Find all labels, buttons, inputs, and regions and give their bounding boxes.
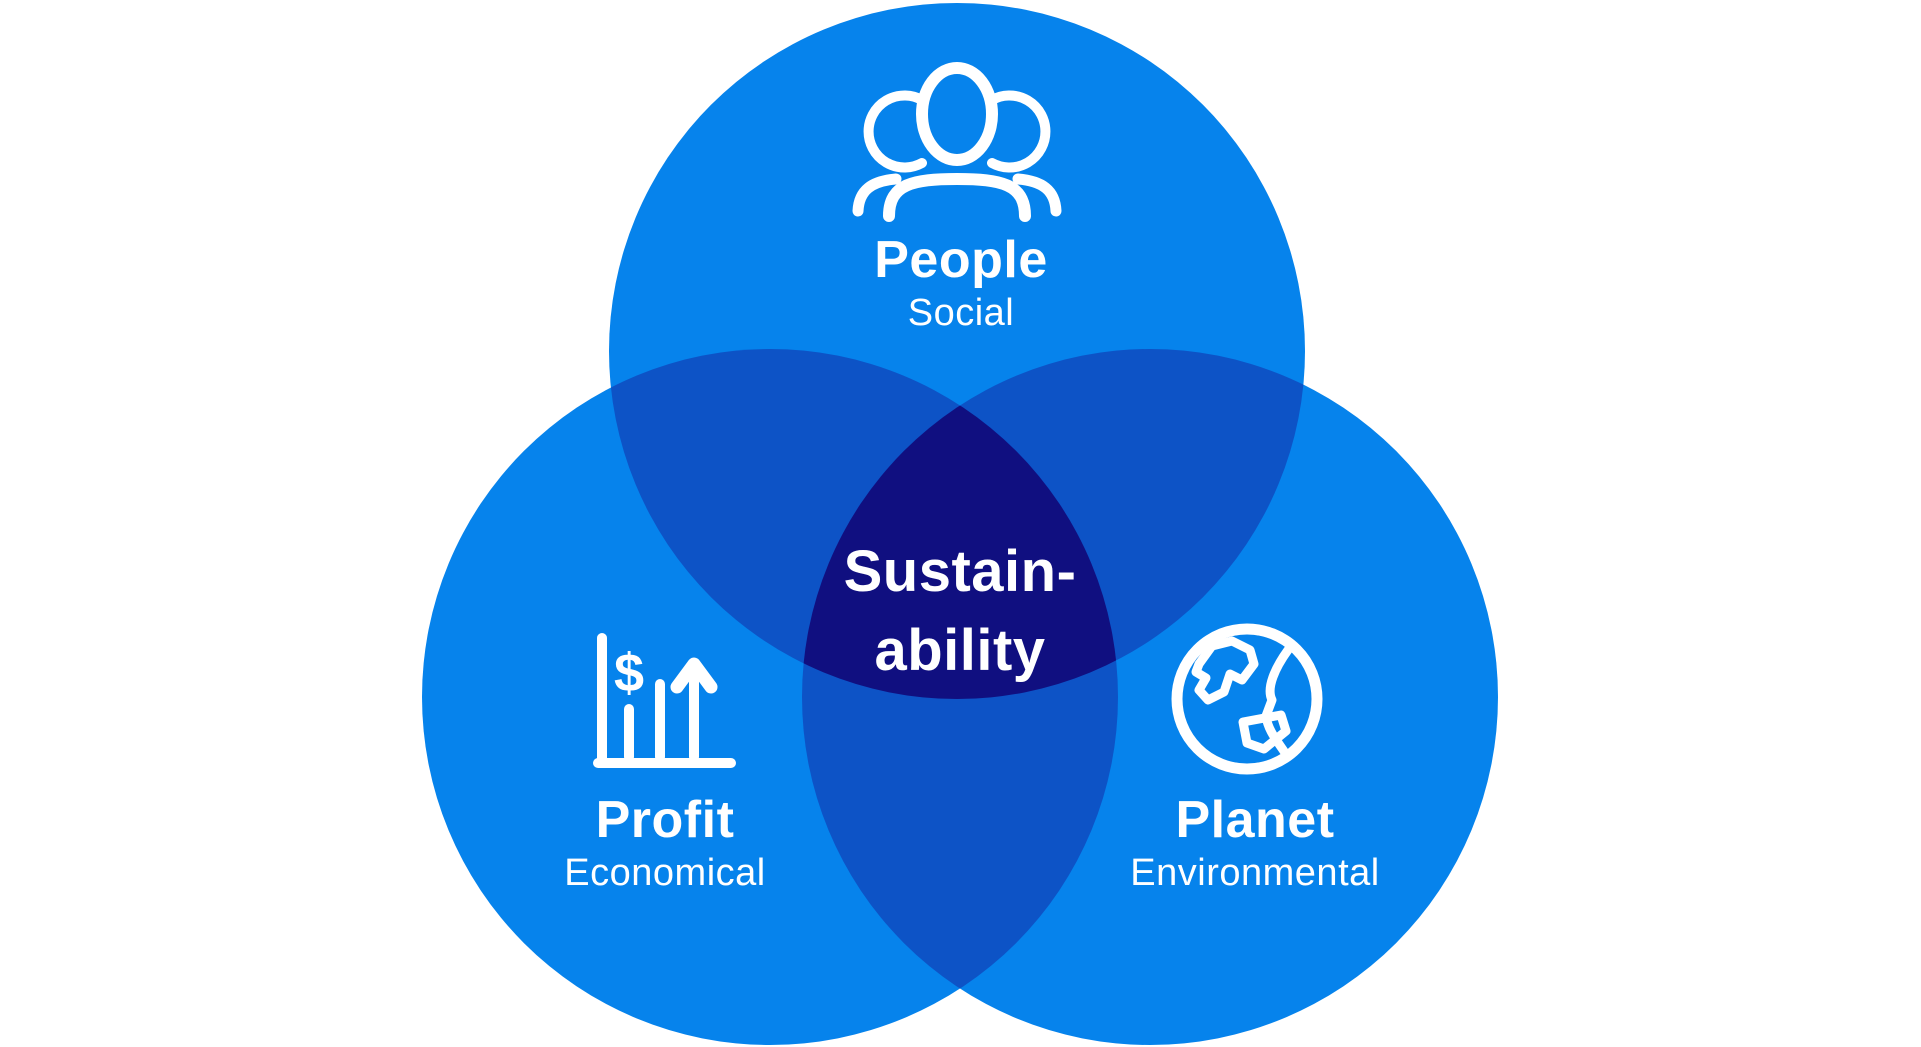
people-sublabel: Social (907, 292, 1015, 334)
planet-label-group: Planet Environmental (1130, 790, 1379, 896)
sustainability-center-label: Sustain- ability (844, 532, 1077, 690)
profit-sublabel: Economical (564, 852, 766, 894)
profit-label: Profit (595, 791, 735, 849)
profit-label-group: Profit Economical (564, 790, 765, 896)
dollar-sign-glyph: $ (614, 643, 644, 703)
planet-sublabel: Environmental (1130, 852, 1380, 894)
growth-arrow-head (670, 657, 718, 694)
globe-outline (1171, 623, 1323, 775)
person-center-shoulders-icon (883, 173, 1031, 222)
globe-icon (1171, 623, 1323, 775)
planet-label: Planet (1175, 791, 1335, 849)
globe-continent-northwest (1191, 636, 1259, 705)
globe-continent-south (1238, 710, 1291, 754)
people-label: People (874, 231, 1048, 289)
sustainability-line1: Sustain- (843, 539, 1077, 604)
person-right-shoulder-icon (1012, 173, 1062, 217)
person-left-head-icon (863, 90, 927, 173)
person-right-head-icon (987, 90, 1051, 173)
bar-chart-dollar-icon: $ (593, 633, 736, 768)
sustainability-line2: ability (874, 618, 1046, 683)
person-center-head-icon (916, 62, 998, 166)
people-icon (852, 62, 1062, 222)
overlap-core-sustainability (802, 349, 1118, 699)
people-label-group: People Social (874, 230, 1048, 336)
person-left-shoulder-icon (852, 173, 902, 217)
globe-continent-east (1261, 645, 1293, 761)
